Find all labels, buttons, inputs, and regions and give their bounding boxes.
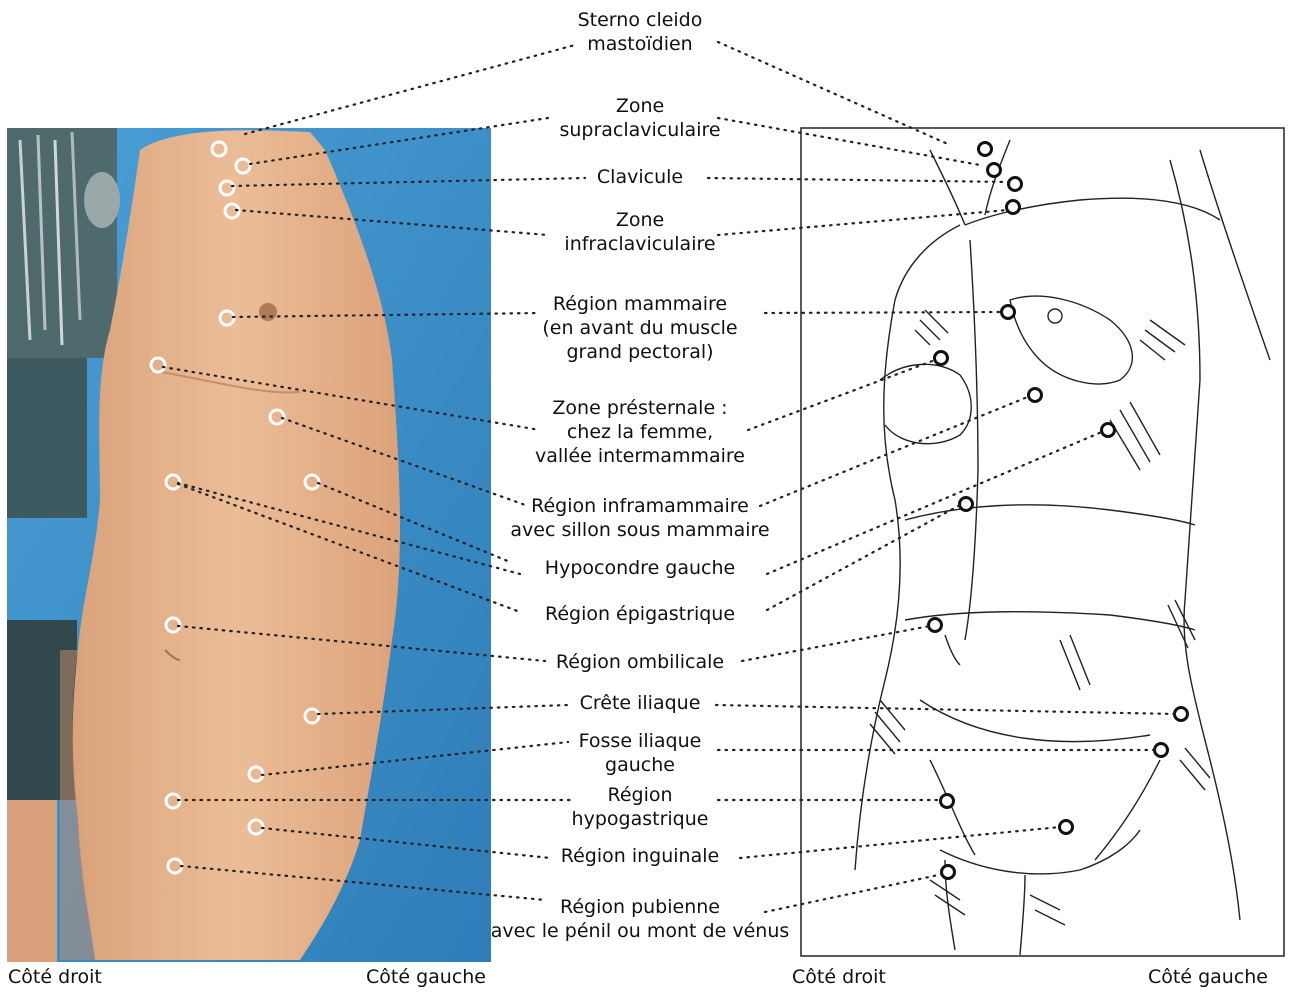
drawing-marker-circle: [960, 498, 973, 511]
drawing-marker-circle: [1060, 821, 1073, 834]
label-line: Zone: [540, 208, 740, 232]
drawing-marker-circle: [979, 143, 992, 156]
drawing-marker-circle: [941, 795, 954, 808]
drawing-marker-circle: [1155, 744, 1168, 757]
drawing-right-side-label: Côté droit: [792, 966, 886, 988]
label-line: Sterno cleido: [540, 8, 740, 32]
drawing-marker-circle: [935, 352, 948, 365]
label-line: Zone: [540, 94, 740, 118]
label-line: supraclaviculaire: [540, 118, 740, 142]
label-sterno-cleido-mastoidien: Sterno cleido mastoïdien: [540, 8, 740, 56]
drawing-left-side-label: Côté gauche: [1148, 966, 1268, 988]
label-line: grand pectoral): [520, 340, 760, 364]
label-clavicule: Clavicule: [540, 165, 740, 189]
label-crete-iliaque: Crête iliaque: [540, 691, 740, 715]
drawing-marker-circle: [942, 866, 955, 879]
label-line: Crête iliaque: [540, 691, 740, 715]
label-line: Région pubienne: [490, 895, 790, 919]
label-zone-supraclaviculaire: Zone supraclaviculaire: [540, 94, 740, 142]
label-line: Région inframammaire: [495, 494, 785, 518]
label-line: chez la femme,: [520, 420, 760, 444]
label-line: Hypocondre gauche: [520, 556, 760, 580]
drawing-marker-circle: [929, 619, 942, 632]
drawing-marker-circle: [1007, 201, 1020, 214]
label-line: hypogastrique: [540, 807, 740, 831]
drawing-panel: [801, 128, 1284, 956]
drawing-marker-circle: [1175, 708, 1188, 721]
label-region-inguinale: Région inguinale: [520, 844, 760, 868]
photo-panel: [7, 128, 491, 962]
label-line: Zone présternale :: [520, 396, 760, 420]
drawing-frame: [801, 128, 1284, 956]
label-line: Région épigastrique: [520, 602, 760, 626]
label-line: mastoïdien: [540, 32, 740, 56]
label-hypocondre-gauche: Hypocondre gauche: [520, 556, 760, 580]
photo-left-side-label: Côté gauche: [366, 966, 486, 988]
label-line: vallée intermammaire: [520, 444, 760, 468]
label-region-mammaire: Région mammaire (en avant du muscle gran…: [520, 292, 760, 364]
photo-right-side-label: Côté droit: [8, 966, 102, 988]
label-line: Région: [540, 783, 740, 807]
nipple: [259, 303, 277, 321]
label-zone-infraclaviculaire: Zone infraclaviculaire: [540, 208, 740, 256]
label-line: infraclaviculaire: [540, 232, 740, 256]
drawing-marker-circle: [1029, 389, 1042, 402]
drawing-marker-circle: [1102, 424, 1115, 437]
label-region-epigastrique: Région épigastrique: [520, 602, 760, 626]
label-line: Région inguinale: [520, 844, 760, 868]
label-zone-presternale: Zone présternale : chez la femme, vallée…: [520, 396, 760, 468]
label-line: avec sillon sous mammaire: [495, 518, 785, 542]
drawing-marker-circle: [1009, 178, 1022, 191]
label-line: Région ombilicale: [520, 650, 760, 674]
label-line: avec le pénil ou mont de vénus: [490, 919, 790, 943]
label-line: (en avant du muscle: [520, 316, 760, 340]
label-line: Clavicule: [540, 165, 740, 189]
drawing-marker-circle: [1002, 306, 1015, 319]
label-region-pubienne: Région pubienne avec le pénil ou mont de…: [490, 895, 790, 943]
label-region-ombilicale: Région ombilicale: [520, 650, 760, 674]
drawing-marker-circle: [988, 164, 1001, 177]
label-region-inframammaire: Région inframammaire avec sillon sous ma…: [495, 494, 785, 542]
label-fosse-iliaque-gauche: Fosse iliaque gauche: [540, 729, 740, 777]
label-line: gauche: [540, 753, 740, 777]
label-line: Région mammaire: [520, 292, 760, 316]
label-region-hypogastrique: Région hypogastrique: [540, 783, 740, 831]
label-line: Fosse iliaque: [540, 729, 740, 753]
